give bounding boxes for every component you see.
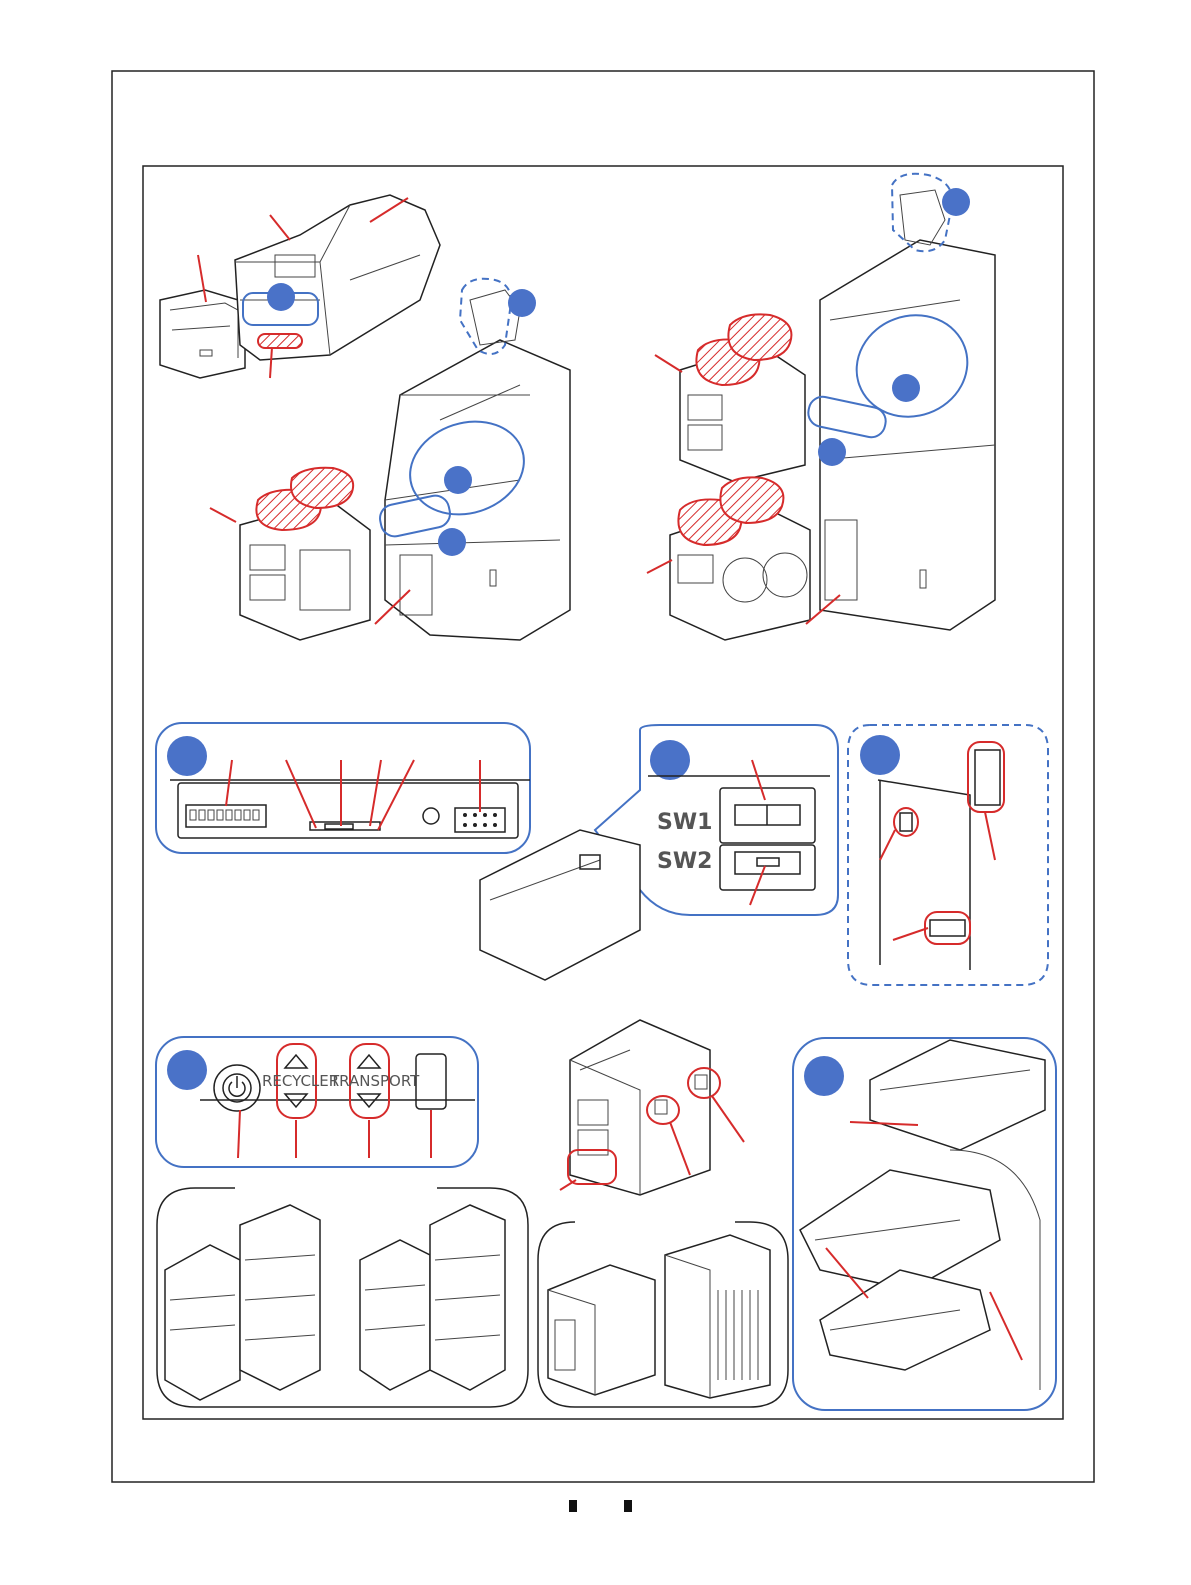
- front-button-panel: [156, 1037, 478, 1167]
- sw2-label: SW2: [657, 849, 712, 874]
- rear-connector-highlight-2: [894, 808, 918, 836]
- transport-label: TRANSPORT: [329, 1072, 420, 1090]
- recycler-label: RECYCLER: [262, 1072, 339, 1090]
- cassette-hatch-2: [291, 468, 353, 508]
- badge-a4: [438, 528, 466, 556]
- badge-b1: [942, 188, 970, 216]
- badge-a1: [267, 283, 295, 311]
- configurations-panel: [157, 1188, 528, 1407]
- right-frame-drawing: [820, 190, 995, 630]
- cassette-controls-drawing: [560, 1020, 744, 1195]
- dip-switch-panel: [156, 723, 530, 853]
- sw1-label: SW1: [657, 810, 712, 835]
- right-top-dashed-outline: [892, 174, 952, 252]
- badge-b2: [892, 374, 920, 402]
- top-left-assembly: [160, 195, 570, 640]
- transport-frame-drawing: [385, 290, 570, 640]
- transport-modules-panel: [793, 1038, 1056, 1410]
- cashbox-panel: [538, 1222, 788, 1407]
- badge-b3: [818, 438, 846, 466]
- bezel-drawing: [160, 290, 245, 378]
- rear-connector-highlight-3: [925, 912, 970, 944]
- badge-a3: [444, 466, 472, 494]
- page-mark-left: [569, 1500, 577, 1512]
- rear-connector-panel: [848, 725, 1048, 985]
- badge-a2: [508, 289, 536, 317]
- top-right-assembly: [647, 174, 995, 640]
- rear-connector-highlight-1: [968, 742, 1004, 812]
- right-hatch-4: [720, 477, 783, 523]
- right-hatch-2: [728, 314, 791, 360]
- page-mark-right: [624, 1500, 632, 1512]
- validator-connector-highlight: [258, 334, 302, 348]
- up-arrow-icon: [285, 1055, 307, 1068]
